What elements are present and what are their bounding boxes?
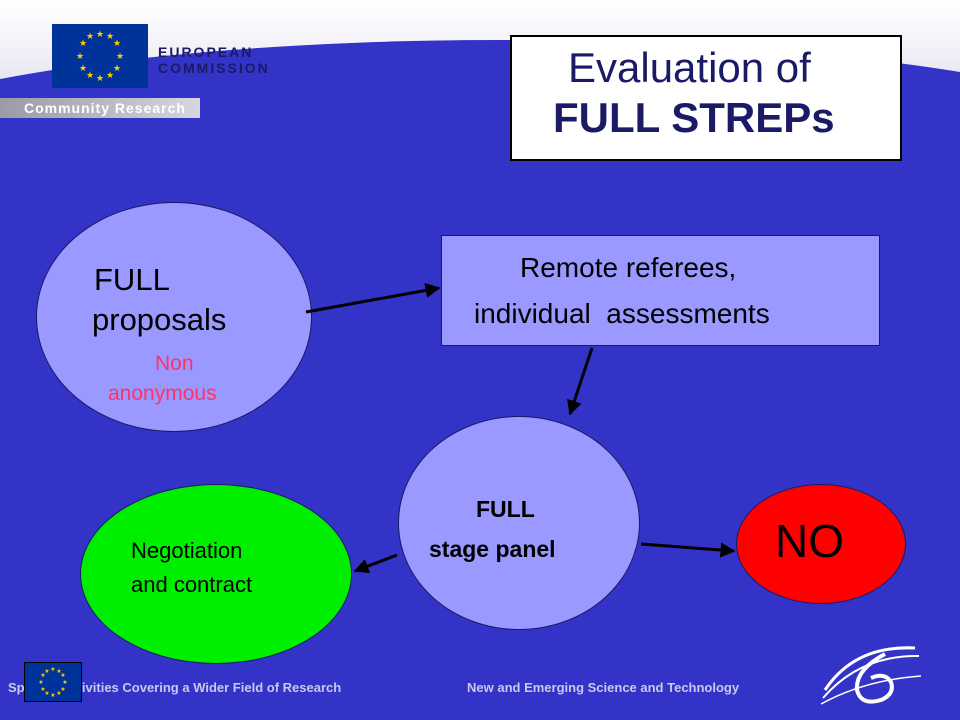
footer-left-text: Specific Activities Covering a Wider Fie… <box>8 680 342 695</box>
eu-flag-icon: ★★★ ★★★ ★★★ ★★★ <box>52 24 148 88</box>
svg-text:★: ★ <box>56 690 61 697</box>
svg-text:★: ★ <box>86 32 94 42</box>
slide-title-line-1: Evaluation of <box>568 44 811 91</box>
arrow-referees-to-panel <box>567 347 594 416</box>
no-label: NO <box>775 515 844 567</box>
referees-label-line-2: individual assessments <box>474 298 770 329</box>
svg-text:★: ★ <box>60 686 65 693</box>
proposals-note-line-2: anonymous <box>108 382 217 405</box>
negotiation-label-line-1: Negotiation <box>131 538 243 563</box>
organization-name: EUROPEAN COMMISSION <box>158 44 270 76</box>
footer-right-text: New and Emerging Science and Technology <box>467 680 740 695</box>
negotiation-label-line-2: and contract <box>131 572 253 597</box>
proposals-label-line-2: proposals <box>92 302 227 337</box>
svg-text:★: ★ <box>44 690 49 697</box>
svg-text:★: ★ <box>60 672 65 679</box>
svg-text:★: ★ <box>79 39 87 49</box>
svg-text:★: ★ <box>106 32 114 42</box>
organization-line-1: EUROPEAN <box>158 44 254 60</box>
fp6-logo-icon <box>815 640 925 710</box>
proposals-note-line-1: Non <box>155 352 194 375</box>
svg-text:★: ★ <box>86 71 94 81</box>
svg-text:★: ★ <box>96 74 104 84</box>
negotiation-node <box>80 484 352 664</box>
arrow-panel-to-negotiation <box>353 553 398 574</box>
organization-line-2: COMMISSION <box>158 60 270 76</box>
svg-text:★: ★ <box>50 666 55 673</box>
referees-label-line-1: Remote referees, <box>520 252 737 283</box>
svg-text:★: ★ <box>106 71 114 81</box>
proposals-label-line-1: FULL <box>94 262 170 297</box>
proposals-node <box>36 202 312 432</box>
svg-text:★: ★ <box>56 668 61 675</box>
svg-text:★: ★ <box>96 30 104 40</box>
title-box <box>510 35 902 161</box>
panel-node <box>398 416 640 630</box>
slide-title-line-2: FULL STREPs <box>553 94 835 141</box>
svg-text:★: ★ <box>116 52 124 62</box>
no-node <box>736 484 906 604</box>
community-research-label: Community Research <box>24 100 186 116</box>
arrow-panel-to-no <box>640 542 736 558</box>
svg-text:★: ★ <box>113 64 121 74</box>
svg-text:★: ★ <box>38 679 43 686</box>
svg-text:★: ★ <box>44 668 49 675</box>
arrow-proposals-to-referees <box>305 283 441 314</box>
footer-eu-flag-icon: ★★★ ★★★ ★★★ ★★★ <box>24 662 82 702</box>
svg-text:★: ★ <box>40 686 45 693</box>
panel-label-line-2: stage panel <box>429 536 556 562</box>
referees-node <box>441 235 880 346</box>
svg-text:★: ★ <box>50 692 55 699</box>
svg-text:★: ★ <box>76 52 84 62</box>
svg-text:★: ★ <box>62 679 67 686</box>
svg-text:★: ★ <box>79 64 87 74</box>
svg-text:★: ★ <box>113 39 121 49</box>
svg-text:★: ★ <box>40 672 45 679</box>
panel-label-line-1: FULL <box>476 496 535 522</box>
community-research-band <box>0 98 200 118</box>
